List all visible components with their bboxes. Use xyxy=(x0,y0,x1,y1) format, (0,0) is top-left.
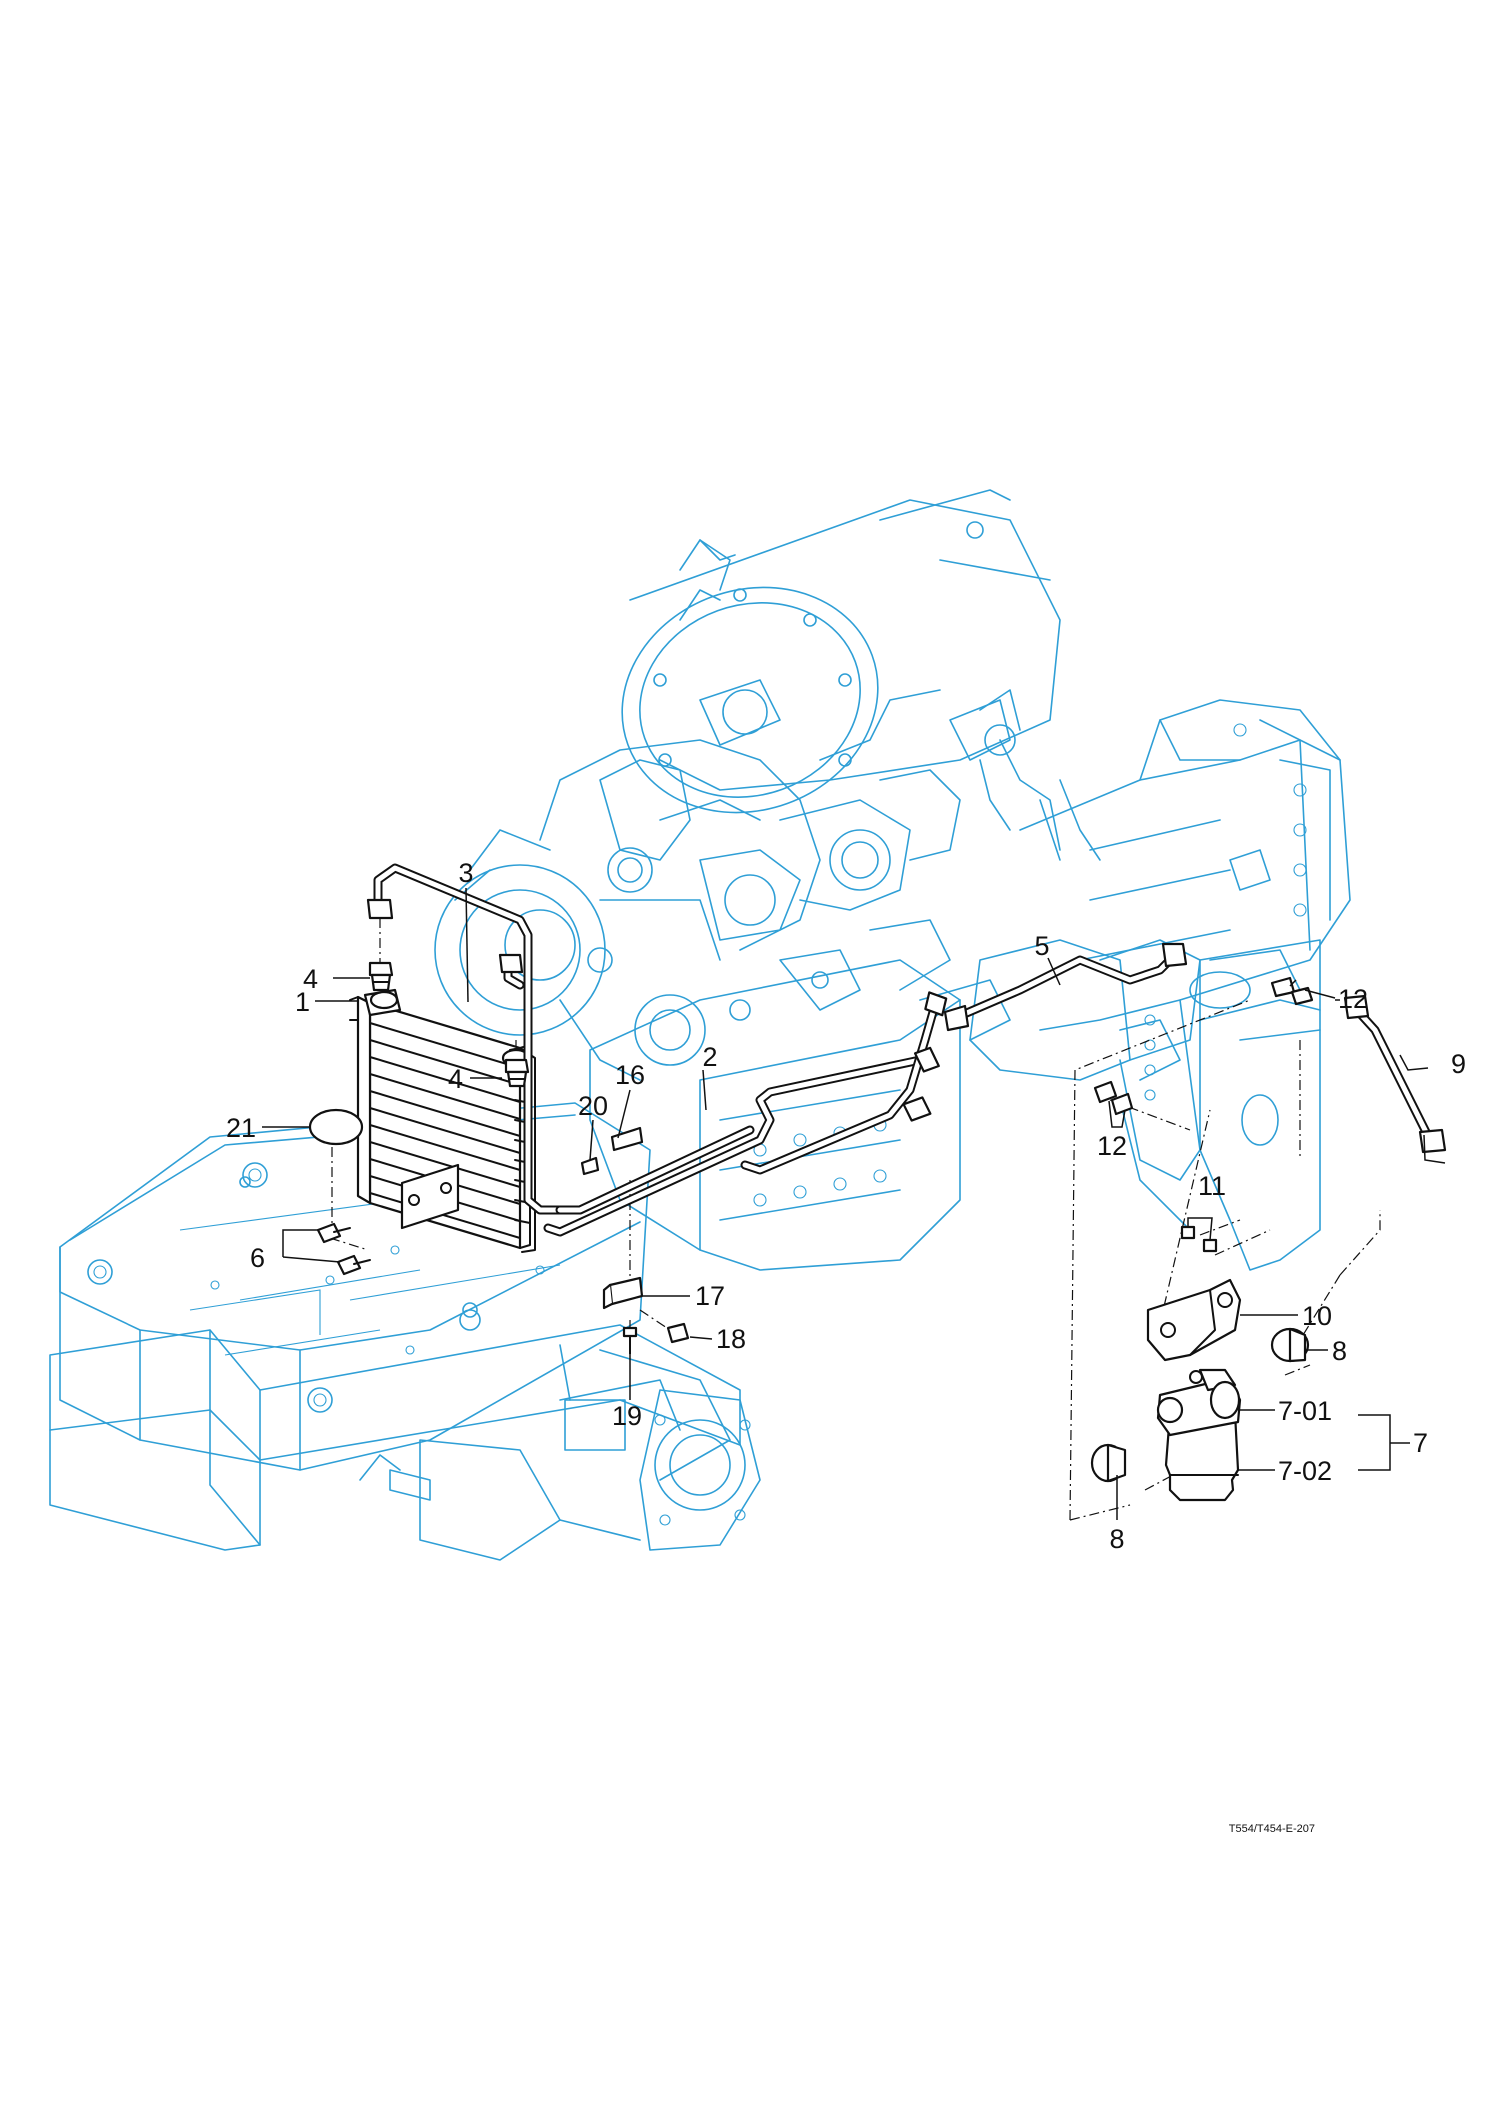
drawing-code: T554/T454-E-207 xyxy=(1229,1823,1315,1835)
callout-10: 10 xyxy=(1302,1301,1332,1331)
callout-12-lower: 12 xyxy=(1097,1131,1127,1161)
callout-7: 7 xyxy=(1413,1428,1428,1458)
callout-11: 11 xyxy=(1198,1171,1226,1201)
callout-3: 3 xyxy=(458,858,473,888)
callout-labels: 3 5 4 1 4 2 16 20 21 6 17 18 19 12 12 9 … xyxy=(226,858,1466,1835)
bracket-part-17 xyxy=(602,1276,644,1310)
tractor-chassis-background xyxy=(49,489,1351,1561)
leader-lines xyxy=(262,887,1446,1520)
bracket-part-10 xyxy=(1146,1278,1242,1362)
bolt-part-11 xyxy=(1180,1225,1218,1253)
clamp-part-16 xyxy=(610,1126,644,1152)
callout-19: 19 xyxy=(612,1401,642,1431)
bolt-part-19 xyxy=(622,1326,638,1355)
callout-20: 20 xyxy=(578,1091,608,1121)
callout-6: 6 xyxy=(250,1243,265,1273)
fitting-part-8-left xyxy=(1090,1443,1127,1483)
nipple-part-4-lower xyxy=(504,1058,530,1088)
pipe-part-3 xyxy=(366,863,565,1215)
pipe-part-5 xyxy=(943,942,1188,1032)
callout-9: 9 xyxy=(1451,1049,1466,1079)
callout-8-left: 8 xyxy=(1109,1524,1124,1554)
bolt-part-18 xyxy=(666,1322,690,1344)
callout-4-lower: 4 xyxy=(448,1064,463,1094)
callout-18: 18 xyxy=(716,1324,746,1354)
oil-filter-part-7 xyxy=(1156,1368,1242,1502)
callout-7-01: 7-01 xyxy=(1278,1396,1332,1426)
callout-12-upper: 12 xyxy=(1338,984,1368,1014)
callout-21: 21 xyxy=(226,1113,256,1143)
bolt-part-12-lower xyxy=(1093,1080,1134,1116)
bolt-part-6 xyxy=(316,1222,371,1276)
callout-8-right: 8 xyxy=(1332,1336,1347,1366)
oil-cooler-part-1 xyxy=(349,988,536,1253)
grommet-part-21 xyxy=(308,1108,364,1146)
callout-16: 16 xyxy=(615,1060,645,1090)
clamp-part-20 xyxy=(580,1156,600,1176)
callout-4-upper: 4 xyxy=(303,964,318,994)
fitting-part-8-right xyxy=(1270,1327,1310,1363)
callout-1: 1 xyxy=(295,987,310,1017)
callout-2: 2 xyxy=(702,1042,717,1072)
pipe-part-2 xyxy=(543,991,948,1237)
nipple-part-4-upper xyxy=(368,961,394,992)
pipe-part-9 xyxy=(1343,994,1447,1154)
callout-5: 5 xyxy=(1034,931,1049,961)
callout-17: 17 xyxy=(695,1281,725,1311)
bolt-part-12-upper xyxy=(1270,976,1314,1006)
callout-7-02: 7-02 xyxy=(1278,1456,1332,1486)
